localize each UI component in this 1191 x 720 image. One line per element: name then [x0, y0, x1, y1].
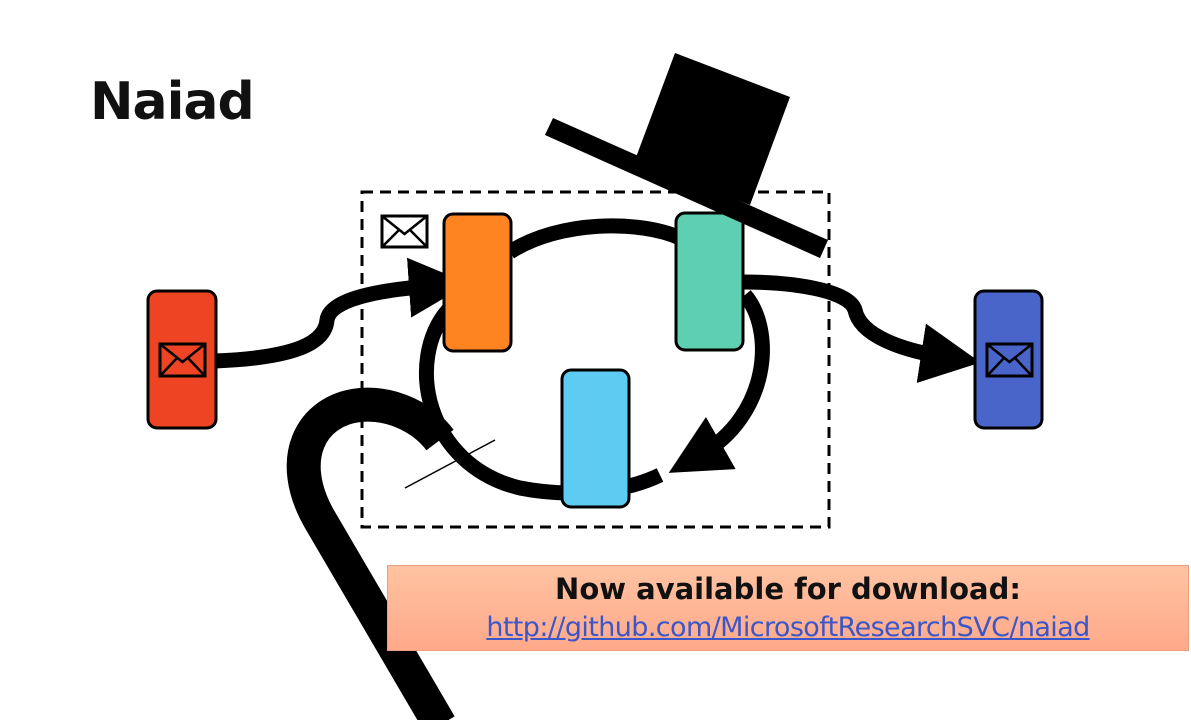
feedback-edge-arrow: [668, 290, 770, 473]
envelope-icon: [380, 214, 429, 249]
ingress-line: [404, 439, 496, 489]
download-banner: Now available for download: http://githu…: [387, 565, 1189, 651]
vertex-orange: [442, 212, 513, 353]
loop-context-boundary: [360, 190, 831, 529]
github-download-link[interactable]: http://github.com/MicrosoftResearchSVC/n…: [486, 612, 1090, 643]
vertex-blue: [560, 368, 631, 509]
envelope-icon: [985, 342, 1034, 378]
envelope-icon: [158, 342, 207, 378]
output-edge-arrow: [742, 274, 981, 383]
top-hat-icon: [545, 53, 828, 258]
slide-title: Naiad: [90, 72, 255, 132]
banner-heading: Now available for download:: [555, 572, 1021, 606]
output-vertex: [973, 289, 1044, 430]
input-edge-arrow: [214, 257, 469, 369]
walking-cane-icon: [286, 387, 455, 720]
edge-orange-to-teal: [505, 218, 684, 259]
vertex-teal: [674, 211, 745, 352]
input-vertex: [146, 289, 218, 430]
